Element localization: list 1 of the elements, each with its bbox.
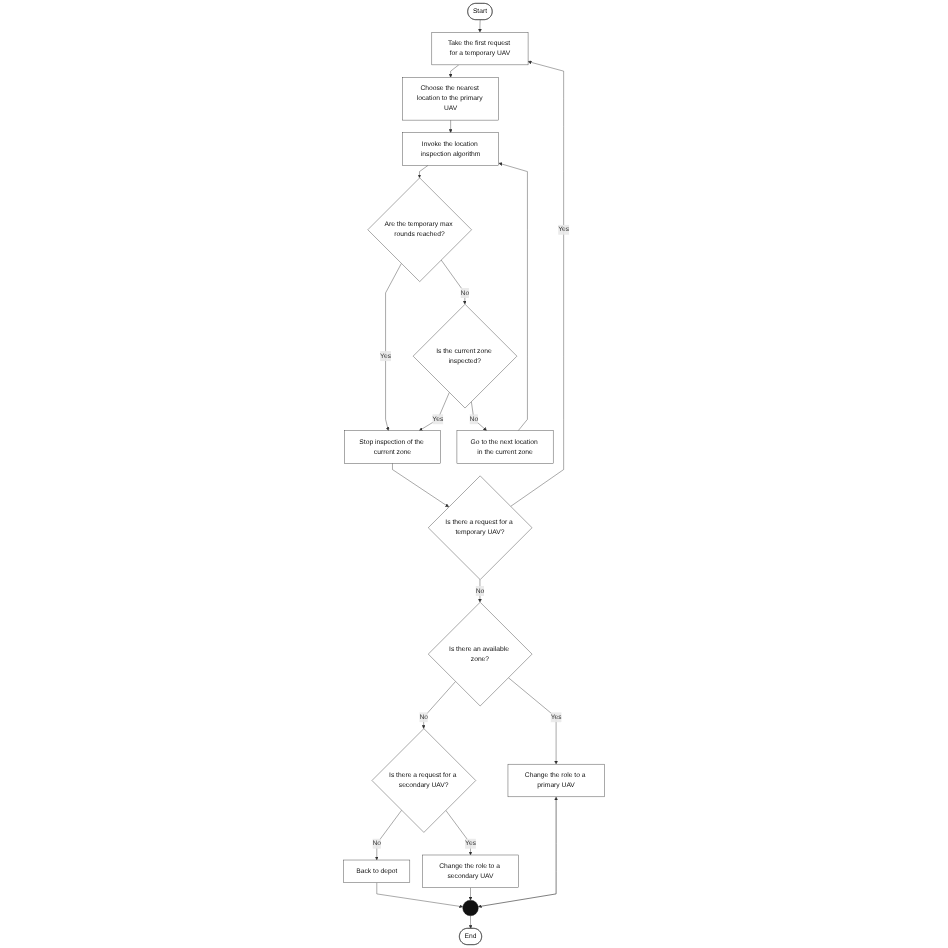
node-circle <box>462 900 479 916</box>
